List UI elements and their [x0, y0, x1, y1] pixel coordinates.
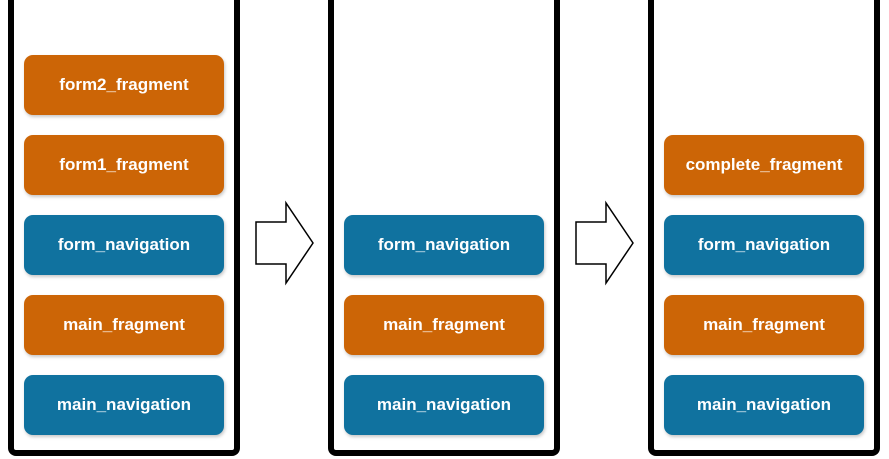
- stack-1-item-main-navigation: main_navigation: [24, 375, 224, 435]
- stack-3-item-main-navigation: main_navigation: [664, 375, 864, 435]
- back-stack-1: form2_fragment form1_fragment form_navig…: [8, 0, 240, 456]
- stack-1-item-form2-fragment: form2_fragment: [24, 55, 224, 115]
- stack-3-item-form-navigation: form_navigation: [664, 215, 864, 275]
- right-arrow-icon: [255, 200, 314, 286]
- back-stack-2: form_navigation main_fragment main_navig…: [328, 0, 560, 456]
- stack-1-item-form1-fragment: form1_fragment: [24, 135, 224, 195]
- stack-3-item-complete-fragment: complete_fragment: [664, 135, 864, 195]
- right-arrow-icon: [575, 200, 634, 286]
- stack-2-item-main-navigation: main_navigation: [344, 375, 544, 435]
- stack-2-item-form-navigation: form_navigation: [344, 215, 544, 275]
- stack-3-item-main-fragment: main_fragment: [664, 295, 864, 355]
- stack-1-item-main-fragment: main_fragment: [24, 295, 224, 355]
- stack-1-item-form-navigation: form_navigation: [24, 215, 224, 275]
- stack-2-item-main-fragment: main_fragment: [344, 295, 544, 355]
- back-stack-3: complete_fragment form_navigation main_f…: [648, 0, 880, 456]
